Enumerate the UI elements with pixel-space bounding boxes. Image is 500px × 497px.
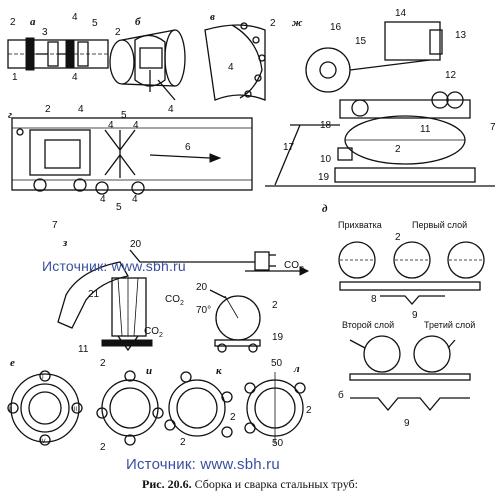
panel-g: г 2 4 4 5 4 6 4 5 4 7 — [8, 104, 253, 231]
label-2-l: 2 — [230, 412, 236, 423]
panel-e: е I II III IV — [7, 357, 83, 446]
gas-co2-c-sub: 2 — [180, 300, 184, 307]
panel-letter-v: в — [210, 11, 215, 23]
label-15: 15 — [355, 36, 367, 47]
label-4-v: 4 — [228, 62, 234, 73]
panel-i: и 2 2 — [96, 358, 164, 453]
label-9-a: 9 — [412, 310, 418, 321]
gas-co2-b-sub: 2 — [300, 266, 304, 273]
label-5-g: 5 — [121, 110, 127, 121]
panel-letter-e: е — [10, 357, 15, 369]
watermark-bottom: Источник: www.sbh.ru — [126, 456, 280, 473]
figure-caption: Рис. 20.6. Сборка и сварка стальных труб… — [0, 477, 500, 492]
label-20-z2: 20 — [196, 282, 208, 293]
label-14: 14 — [395, 8, 407, 19]
label-4-g3: 4 — [133, 120, 139, 131]
label-13: 13 — [455, 30, 467, 41]
caption-number: Рис. 20.6. — [142, 477, 192, 491]
label-5: 5 — [92, 18, 98, 29]
label-4-g2: 4 — [108, 120, 114, 131]
layer-third-label: Третий слой — [424, 320, 475, 330]
mark-II: II — [9, 407, 13, 413]
panel-a: 2 а 3 4 5 1 4 — [7, 12, 109, 83]
mark-IV: IV — [40, 439, 46, 445]
label-2-k: 2 — [180, 437, 186, 448]
label-4-g5: 4 — [132, 194, 138, 205]
label-7-g: 7 — [52, 220, 58, 231]
panel-zh: ж 16 14 13 15 12 7 11 18 17 10 2 19 — [265, 8, 496, 187]
label-4-g4: 4 — [100, 194, 106, 205]
label-2-z: 2 — [272, 300, 278, 311]
gas-co2-c: CO — [165, 294, 180, 305]
mark-I: I — [42, 375, 44, 381]
caption-text: Сборка и сварка стальных труб: — [194, 477, 358, 491]
label-2-i: 2 — [100, 358, 106, 369]
label-9-b: 9 — [404, 418, 410, 429]
dim-50-bottom: 50 — [272, 438, 284, 449]
panel-k: к 2 — [164, 365, 233, 448]
layer-tack-label: Прихватка — [338, 220, 382, 230]
label-12: 12 — [445, 70, 457, 81]
label-4-b: 4 — [168, 104, 174, 115]
label-4b: 4 — [72, 72, 78, 83]
label-2-b: 2 — [115, 27, 121, 38]
panel-letter-i: и — [146, 365, 152, 377]
gas-co2-a-sub: 2 — [159, 332, 163, 339]
panel-b: б 2 4 — [109, 16, 186, 115]
panel-letter-b: б — [135, 16, 141, 28]
label-11-z: 11 — [78, 344, 89, 355]
label-3: 3 — [42, 27, 48, 38]
panel-l: л 50 2 2 50 — [230, 358, 312, 449]
panel-d: д Прихватка Первый слой 2 8 9 Второй сло… — [322, 203, 485, 429]
label-7-zh: 7 — [490, 122, 496, 133]
panel-letter-k: к — [216, 365, 222, 377]
layer-second-label: Второй слой — [342, 320, 394, 330]
watermark-top: Источник: www.sbh.ru — [42, 258, 186, 274]
label-11-zh: 11 — [420, 124, 431, 135]
panel-letter-l: л — [293, 363, 300, 375]
panel-letter-z: з — [62, 237, 68, 249]
label-2-d: 2 — [395, 232, 401, 243]
dim-b: б — [338, 389, 344, 401]
label-20-z: 20 — [130, 239, 142, 250]
panel-v: в 2 4 — [204, 11, 276, 101]
panel-letter-g: г — [8, 109, 12, 121]
panel-letter-a: а — [30, 16, 36, 28]
mark-III: III — [72, 407, 77, 413]
panel-letter-zh: ж — [292, 17, 303, 29]
dim-50-top: 50 — [271, 358, 283, 369]
label-17: 17 — [283, 142, 295, 153]
label-10: 10 — [320, 154, 332, 165]
layer-first-label: Первый слой — [412, 220, 467, 230]
label-2-zh: 2 — [395, 144, 401, 155]
gas-co2-a: CO — [144, 326, 159, 337]
label-2-g: 2 — [45, 104, 51, 115]
label-4: 4 — [72, 12, 78, 23]
label-21: 21 — [88, 289, 100, 300]
label-16: 16 — [330, 22, 342, 33]
label-2: 2 — [10, 17, 16, 28]
panel-z: з 20 21 11 CO 2 CO 2 CO 2 20 70° 2 — [57, 237, 310, 355]
gas-co2-b: CO — [284, 260, 299, 271]
label-19-zh: 19 — [318, 172, 330, 183]
label-19-z: 19 — [272, 332, 284, 343]
label-2-l2: 2 — [306, 405, 312, 416]
angle-70: 70° — [196, 305, 211, 316]
label-1: 1 — [12, 72, 18, 83]
label-2-v: 2 — [270, 18, 276, 29]
label-2-i2: 2 — [100, 442, 106, 453]
label-4-g: 4 — [78, 104, 84, 115]
panel-letter-d: д — [322, 203, 328, 215]
label-5-g2: 5 — [116, 202, 122, 213]
label-6-g: 6 — [185, 142, 191, 153]
label-8: 8 — [371, 294, 377, 305]
